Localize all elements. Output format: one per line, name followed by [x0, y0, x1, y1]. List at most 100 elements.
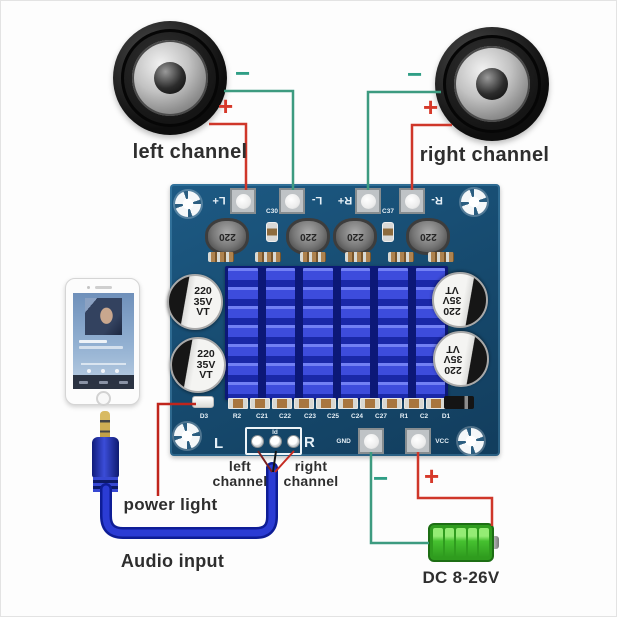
silkscreen-c25: C25: [327, 412, 339, 420]
phone: [65, 278, 140, 406]
progress-bar: [81, 363, 126, 365]
smd-cluster: [294, 398, 314, 409]
silkscreen-l-plus: L+: [212, 194, 226, 206]
silkscreen-r2: R2: [232, 412, 242, 420]
smd-cluster: [388, 252, 414, 262]
left-speaker-dust-cap: [154, 62, 186, 94]
smd-cluster: [316, 398, 336, 409]
input-pad-left: [251, 435, 264, 448]
silkscreen-vcc: VCC: [435, 437, 449, 445]
smd-cluster: [250, 398, 270, 409]
home-button: [96, 391, 111, 406]
silkscreen-d3: D3: [199, 412, 209, 420]
capacitor-c30: [266, 222, 278, 242]
silkscreen-c23: C23: [304, 412, 316, 420]
right-channel-label: right channel: [419, 144, 550, 166]
silkscreen-c24: C24: [351, 412, 363, 420]
input-left-channel-label: left channel: [212, 458, 268, 489]
smd-cluster: [404, 398, 424, 409]
terminal-vcc: [405, 428, 431, 454]
terminal-r-minus: [399, 188, 425, 214]
inductor-1: 220: [205, 218, 249, 255]
battery-plus-sign: +: [424, 461, 440, 491]
battery-terminal-nub: [494, 536, 499, 549]
silkscreen-c27: C27: [375, 412, 387, 420]
phone-earpiece: [95, 286, 112, 289]
silkscreen-c21: C21: [256, 412, 268, 420]
silkscreen-c30: C30: [266, 207, 278, 215]
smd-cluster: [228, 398, 248, 409]
player-control: [87, 369, 91, 373]
phone-camera: [87, 286, 90, 289]
smd-cluster: [428, 252, 454, 262]
input-pad-right: [287, 435, 300, 448]
smd-cluster: [272, 398, 292, 409]
silkscreen-r-plus: R+: [337, 194, 353, 206]
song-subtitle-line: [79, 346, 123, 349]
phone-screen: [73, 293, 134, 389]
input-right-channel-label: right channel: [283, 458, 339, 489]
left-speaker-minus-sign: −: [235, 58, 251, 88]
terminal-l-plus: [230, 188, 256, 214]
left-speaker: [113, 21, 227, 135]
right-speaker-dust-cap: [476, 68, 508, 100]
smd-cluster: [338, 398, 358, 409]
d1-diode: [444, 396, 474, 409]
dc-voltage-label: DC 8-26V: [422, 568, 500, 587]
silkscreen-id-mark: Id: [272, 428, 278, 436]
smd-cluster: [208, 252, 234, 262]
right-speaker-plus-sign: +: [423, 92, 439, 122]
filter-capacitor-left-top: 220 35V VT: [167, 274, 223, 330]
d3-power-led: [192, 396, 214, 408]
terminal-gnd: [358, 428, 384, 454]
mounting-hole-bottom-right: [458, 428, 484, 454]
smd-cluster: [345, 252, 371, 262]
mounting-hole-bottom-left: [174, 423, 200, 449]
inductor-4: 220: [406, 218, 450, 255]
filter-capacitor-left-bottom: 220 35V VT: [170, 337, 226, 393]
smd-cluster: [426, 398, 446, 409]
left-channel-label: left channel: [132, 141, 248, 163]
player-control: [101, 369, 105, 373]
audio-jack-tip: [100, 411, 110, 438]
smd-cluster: [255, 252, 281, 262]
silkscreen-l-mark: L: [214, 435, 224, 452]
input-pad-ground: [269, 435, 282, 448]
terminal-l-minus: [279, 188, 305, 214]
amplifier-board: L+ L- R+ R- 220 220 220 220 C30 C37 220 …: [167, 184, 500, 456]
power-light-label: power light: [123, 495, 218, 514]
audio-jack-body: [92, 437, 119, 478]
silkscreen-d1: D1: [441, 412, 451, 420]
player-nav-bar: [73, 375, 134, 389]
silkscreen-r1: R1: [399, 412, 409, 420]
left-speaker-plus-sign: +: [218, 91, 234, 121]
audio-jack-ribs: [93, 477, 118, 492]
silkscreen-c37: C37: [382, 207, 394, 215]
right-speaker-minus-sign: −: [407, 59, 423, 89]
song-title-line: [79, 340, 107, 343]
heatsink: [225, 266, 448, 400]
silkscreen-c2: C2: [419, 412, 429, 420]
silkscreen-r-minus: R-: [431, 194, 443, 206]
filter-capacitor-right-top: 220 35V VT: [432, 272, 488, 328]
inductor-3: 220: [333, 218, 377, 255]
mounting-hole-top-right: [461, 189, 487, 215]
right-speaker: [435, 27, 549, 141]
inductor-2: 220: [286, 218, 330, 255]
silkscreen-c22: C22: [279, 412, 291, 420]
filter-capacitor-right-bottom: 220 35V VT: [433, 331, 489, 387]
album-art: [85, 298, 122, 335]
mounting-hole-top-left: [175, 191, 201, 217]
smd-cluster: [382, 398, 402, 409]
silkscreen-l-minus: L-: [311, 194, 323, 206]
smd-cluster: [300, 252, 326, 262]
player-control: [115, 369, 119, 373]
smd-cluster: [360, 398, 380, 409]
battery: [428, 523, 494, 562]
terminal-r-plus: [355, 188, 381, 214]
silkscreen-gnd: GND: [336, 437, 351, 445]
battery-minus-sign: −: [373, 463, 389, 493]
audio-input-label: Audio input: [120, 551, 225, 571]
silkscreen-r-mark: R: [304, 434, 315, 451]
